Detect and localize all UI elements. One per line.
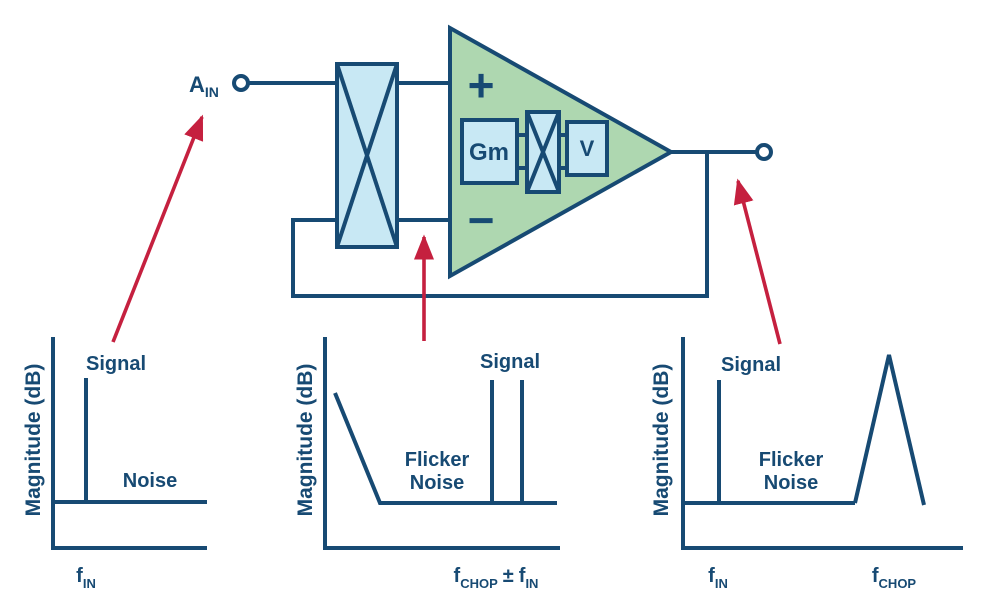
plot-input-axes: [51, 337, 207, 550]
plot-modulated-spectrum: Magnitude (dB) Signal Flicker Noise fCHO…: [294, 337, 560, 591]
annotation-arrows: [111, 114, 782, 345]
input-label: AIN: [189, 72, 219, 100]
plot-input-xlabel-base: f: [76, 565, 83, 587]
plot-modulated-flicker-label-line1: Flicker: [405, 449, 470, 471]
input-label-subscript: IN: [205, 84, 219, 100]
plot-modulated-xlabel-f2-subscript: IN: [525, 576, 538, 591]
plus-input-label: +: [468, 59, 495, 111]
plot-input-xlabel-subscript: IN: [83, 576, 96, 591]
plot-output-xlabel-fchop: fCHOP: [872, 565, 917, 591]
plot-output-axes: [681, 337, 963, 550]
plot-output-xlabel-fin-base: f: [708, 565, 715, 587]
circuit: AIN + − Gm V: [189, 24, 773, 298]
plot-output-chop-ripple-peak: [853, 354, 926, 506]
plot-modulated-xlabel-f1-subscript: CHOP: [460, 576, 498, 591]
input-chopper-diagonal-icon: [335, 63, 399, 248]
arrow-to-output-icon: [733, 178, 782, 345]
plot-output-flicker-label-line2: Noise: [764, 472, 818, 494]
plot-modulated-ylabel: Magnitude (dB): [294, 364, 317, 517]
minus-input-label: −: [468, 194, 495, 246]
input-label-base: A: [189, 72, 205, 97]
internal-chopper-diagonal-icon: [525, 111, 561, 193]
input-terminal-icon: [232, 74, 250, 92]
arrow-to-input-icon: [111, 114, 204, 343]
plot-modulated-xlabel-f2: f: [519, 565, 526, 587]
plot-input-noise-label: Noise: [123, 470, 177, 492]
plot-modulated-xlabel-plusminus: ±: [503, 565, 514, 587]
plot-output-signal-label: Signal: [721, 354, 781, 376]
plot-input-signal-label: Signal: [86, 353, 146, 375]
plot-output-flicker-label-line1: Flicker: [759, 449, 824, 471]
plot-output-xlabel-fin-subscript: IN: [715, 576, 728, 591]
plot-modulated-axes: [323, 337, 560, 550]
plot-modulated-flicker-label-line2: Noise: [410, 472, 464, 494]
gm-block-label: Gm: [469, 139, 509, 166]
plot-modulated-xlabel: fCHOP±fIN: [454, 565, 539, 591]
output-terminal-icon: [755, 143, 773, 161]
plot-modulated-flicker-noise-curve: [333, 392, 557, 505]
plot-output-ylabel: Magnitude (dB): [650, 364, 673, 517]
gm-block: [460, 118, 519, 185]
v-block-label: V: [580, 136, 595, 161]
v-block: [565, 120, 609, 177]
plot-modulated-xlabel-f1: f: [454, 565, 461, 587]
plot-input-ylabel: Magnitude (dB): [22, 364, 45, 517]
plot-output-xlabel-fchop-base: f: [872, 565, 879, 587]
feedback-path: [291, 152, 709, 298]
plot-output-spectrum: Magnitude (dB) Signal Flicker Noise fIN …: [650, 337, 963, 591]
plot-input-xlabel: fIN: [76, 565, 96, 591]
plot-output-xlabel-fin: fIN: [708, 565, 728, 591]
plot-output-xlabel-fchop-subscript: CHOP: [879, 576, 917, 591]
plot-modulated-signal-label: Signal: [480, 351, 540, 373]
plot-input-spectrum: Magnitude (dB) Signal Noise fIN: [22, 337, 207, 591]
